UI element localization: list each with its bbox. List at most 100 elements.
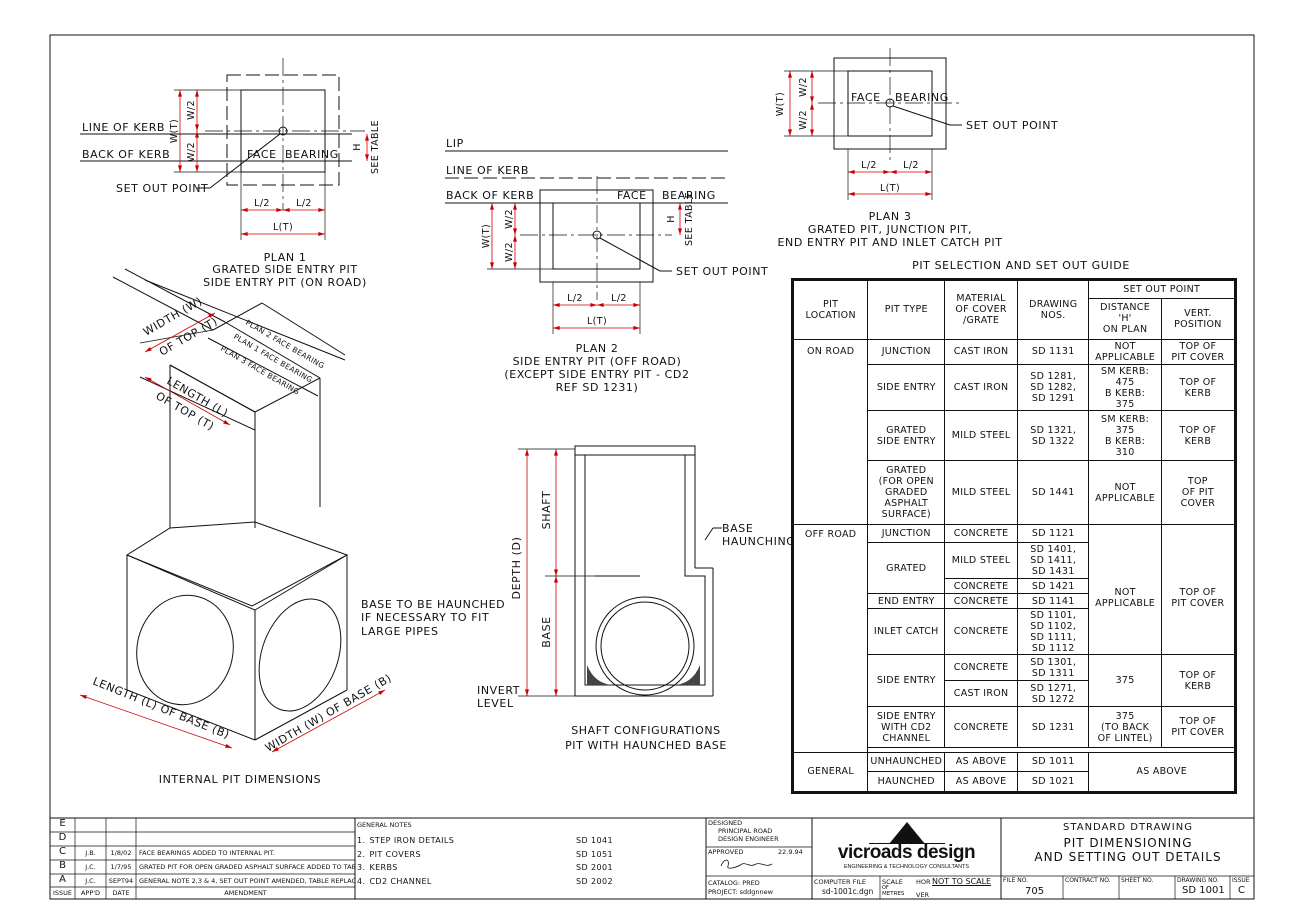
plan1-subtitle-2: SIDE ENTRY PIT (ON ROAD) bbox=[203, 276, 367, 289]
cell-type: END ENTRY bbox=[867, 593, 946, 609]
plan1-set-out-point: SET OUT POINT bbox=[116, 182, 208, 195]
cell-material: CAST IRON bbox=[944, 680, 1019, 708]
designer-1: PRINCIPAL ROAD bbox=[718, 827, 773, 835]
approved-date: 22.9.94 bbox=[778, 848, 803, 856]
plan1-face: FACE bbox=[247, 148, 277, 161]
note-text: CD2 CHANNEL bbox=[369, 876, 432, 886]
cell-material: CONCRETE bbox=[944, 706, 1019, 749]
drawing-title-2: AND SETTING OUT DETAILS bbox=[1034, 850, 1222, 864]
cell-drawing: SD 1101, SD 1102, SD 1111, SD 1112 bbox=[1017, 607, 1090, 656]
cell-drawing: SD 1441 bbox=[1017, 459, 1090, 526]
plan1-bearing: BEARING bbox=[285, 148, 339, 161]
shaft-depth: DEPTH (D) bbox=[510, 537, 523, 600]
note-ref: SD 1041 bbox=[576, 836, 613, 845]
plan1-back-of-kerb: BACK OF KERB bbox=[82, 148, 170, 161]
plan2-back-of-kerb: BACK OF KERB bbox=[446, 189, 534, 202]
cell-drawing: SD 1131 bbox=[1017, 338, 1090, 365]
computer-file-value: sd-1001c.dgn bbox=[822, 887, 874, 896]
amend-issue: B bbox=[59, 860, 66, 871]
cell-drawing: SD 1281, SD 1282, SD 1291 bbox=[1017, 363, 1090, 412]
plan2-face: FACE bbox=[617, 189, 647, 202]
table-row: GRATED MILD STEEL SD 1401, SD 1411, SD 1… bbox=[794, 541, 1236, 656]
table-row: GRATED (FOR OPEN GRADED ASPHALT SURFACE)… bbox=[794, 459, 1236, 526]
table-row: HAUNCHED AS ABOVE SD 1021 bbox=[794, 771, 1235, 792]
shaft-shaft: SHAFT bbox=[540, 491, 553, 530]
approved-label: APPROVED bbox=[708, 848, 744, 856]
drawing-no-value: SD 1001 bbox=[1182, 885, 1225, 896]
iso-title: INTERNAL PIT DIMENSIONS bbox=[159, 773, 322, 786]
cell-type: SIDE ENTRY WITH CD2 CHANNEL bbox=[867, 706, 946, 749]
cell-drawing: SD 1121 bbox=[1017, 524, 1090, 543]
table-row: SIDE ENTRY CONCRETE SD 1301, SD 1311 375… bbox=[794, 654, 1236, 708]
th-type: PIT TYPE bbox=[867, 280, 946, 340]
project-value: sddgnnew bbox=[739, 888, 773, 896]
plan3-set-out-point: SET OUT POINT bbox=[966, 119, 1058, 132]
plan3-wt: W(T) bbox=[775, 92, 786, 116]
cell-material: CONCRETE bbox=[944, 607, 1019, 656]
file-scale-block: COMPUTER FILE sd-1001c.dgn SCALE OF METR… bbox=[814, 877, 1000, 899]
cell-material: MILD STEEL bbox=[944, 410, 1019, 461]
scale-hor: HOR bbox=[916, 878, 931, 886]
isometric-pit: WIDTH (W) OF TOP (T) LENGTH (L) OF TOP (… bbox=[79, 268, 505, 786]
note-ref: SD 1051 bbox=[576, 849, 613, 859]
amend-issue: A bbox=[59, 874, 66, 885]
plan1-line-of-kerb: LINE OF KERB bbox=[82, 121, 165, 134]
cell-drawing: SD 1321, SD 1322 bbox=[1017, 410, 1090, 461]
plan2-title: PLAN 2 bbox=[576, 342, 619, 355]
table-row: GENERAL UNHAUNCHED AS ABOVE SD 1011 AS A… bbox=[792, 751, 1235, 793]
table-row: OFF ROAD JUNCTION CONCRETE SD 1121 bbox=[792, 524, 1236, 753]
th-location: PIT LOCATION bbox=[792, 280, 869, 340]
approval-signature bbox=[720, 859, 773, 869]
cell-material: CONCRETE bbox=[944, 654, 1019, 682]
plan2-l2-left: L/2 bbox=[567, 293, 583, 304]
plan3-bearing: BEARING bbox=[895, 91, 949, 104]
plan1-subtitle: GRATED SIDE ENTRY PIT bbox=[212, 263, 357, 276]
plan3-lt: L(T) bbox=[880, 183, 900, 194]
cell-material: CONCRETE bbox=[944, 524, 1019, 543]
issue-label: ISSUE bbox=[1232, 877, 1250, 884]
note-number: 4. bbox=[357, 876, 366, 886]
scale-of: OF bbox=[882, 885, 889, 891]
plan2-h: H bbox=[666, 215, 677, 223]
plan1-h: H bbox=[352, 143, 363, 151]
scale-ver: VER bbox=[916, 891, 930, 899]
cell-type: HAUNCHED bbox=[867, 771, 946, 792]
cell-type: GRATED (FOR OPEN GRADED ASPHALT SURFACE) bbox=[867, 459, 946, 526]
amend-text: GRATED PIT FOR OPEN GRADED ASPHALT SURFA… bbox=[139, 863, 355, 871]
cell-material: AS ABOVE bbox=[944, 771, 1019, 792]
amend-text: FACE BEARINGS ADDED TO INTERNAL PIT. bbox=[139, 849, 275, 857]
plan1-w2-bottom: W/2 bbox=[186, 142, 197, 162]
amend-text: GENERAL NOTE 2,3 & 4, SET OUT POINT AMEN… bbox=[139, 877, 355, 885]
iso-length-base: LENGTH (L) OF BASE (B) bbox=[91, 675, 232, 742]
plan1-w2-top: W/2 bbox=[186, 100, 197, 120]
note-number: 3. bbox=[357, 863, 366, 872]
amend-issue: C bbox=[59, 846, 66, 857]
amend-approved: J.B. bbox=[85, 849, 96, 857]
file-no-label: FILE NO. bbox=[1003, 877, 1029, 884]
file-no-value: 705 bbox=[1025, 886, 1045, 897]
title-block bbox=[50, 818, 1254, 899]
cell-drawing: SD 1401, SD 1411, SD 1431 bbox=[1017, 541, 1090, 579]
pit-selection-table: PIT LOCATION PIT TYPE MATERIAL OF COVER … bbox=[791, 278, 1237, 794]
plan3-w2-bottom: W/2 bbox=[798, 110, 809, 130]
guide-title: PIT SELECTION AND SET OUT GUIDE bbox=[912, 259, 1130, 272]
cell-distance: SM KERB: 375 B KERB: 310 bbox=[1088, 410, 1162, 461]
contract-no-label: CONTRACT NO. bbox=[1065, 877, 1111, 884]
cell-vert: TOP OF PIT COVER bbox=[1160, 542, 1236, 656]
table-row: SIDE ENTRY WITH CD2 CHANNEL CONCRETE SD … bbox=[794, 706, 1236, 749]
plan3-subtitle: GRATED PIT, JUNCTION PIT, bbox=[808, 223, 972, 236]
table-row: CAST IRON SD 1271, SD 1272 bbox=[794, 680, 1235, 708]
amend-issue: E bbox=[59, 818, 66, 829]
loc-off-road: OFF ROAD bbox=[792, 524, 869, 753]
plan3-w2-top: W/2 bbox=[798, 77, 809, 97]
cell-distance: NOT APPLICABLE bbox=[1088, 459, 1162, 526]
logo-text: vicroads design bbox=[837, 842, 976, 863]
cell-type: SIDE ENTRY bbox=[867, 654, 946, 708]
note-ref: SD 2001 bbox=[576, 863, 613, 872]
plan2-subtitle-3: REF SD 1231) bbox=[556, 381, 639, 394]
amend-h-amendment: AMENDMENT bbox=[224, 889, 267, 897]
plan-3: SET OUT POINT FACE BEARING W(T) W/2 W/2 … bbox=[775, 48, 1058, 249]
cell-vert: TOP OF KERB bbox=[1160, 363, 1236, 412]
